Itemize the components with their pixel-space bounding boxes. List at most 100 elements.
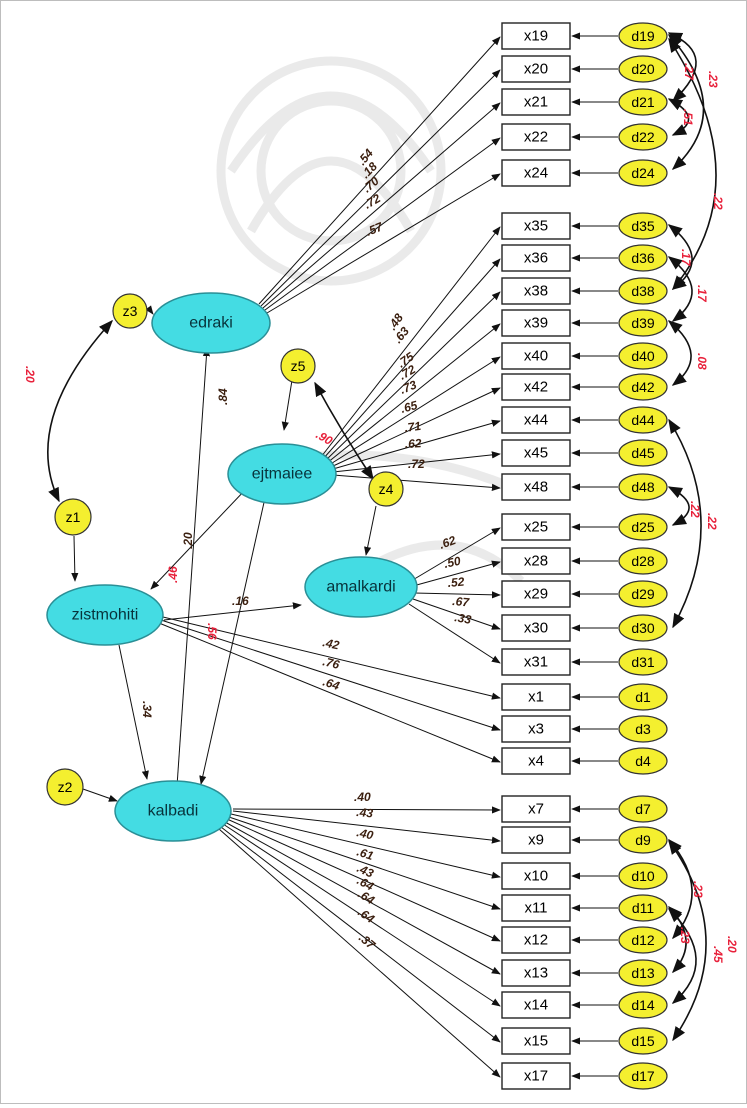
svg-text:d20: d20 — [631, 61, 655, 77]
svg-text:z3: z3 — [123, 303, 138, 319]
cov-z3-z1 — [47, 319, 113, 503]
svg-text:d31: d31 — [631, 654, 655, 670]
svg-text:x36: x36 — [524, 250, 548, 267]
svg-text:.40: .40 — [355, 825, 375, 842]
svg-text:x4: x4 — [528, 753, 544, 770]
svg-text:x13: x13 — [524, 965, 548, 982]
latent-variables: edraki ejtmaiee amalkardi zistmohiti kal… — [46, 292, 418, 842]
svg-text:x29: x29 — [524, 586, 548, 603]
error-d39: d39 — [618, 309, 668, 337]
error-d22: d22 — [618, 123, 668, 151]
svg-text:x38: x38 — [524, 283, 548, 300]
svg-text:x45: x45 — [524, 445, 548, 462]
covariance-arcs — [47, 32, 717, 1042]
indicator-x9: x9 — [501, 826, 571, 854]
svg-text:edraki: edraki — [189, 315, 233, 332]
indicator-x22: x22 — [501, 123, 571, 151]
indicator-x10: x10 — [501, 862, 571, 890]
svg-text:x39: x39 — [524, 315, 548, 332]
svg-text:.43: .43 — [356, 805, 374, 820]
indicator-x40: x40 — [501, 342, 571, 370]
error-d44: d44 — [618, 406, 668, 434]
svg-text:d22: d22 — [631, 129, 655, 145]
svg-text:x24: x24 — [524, 165, 548, 182]
svg-text:x11: x11 — [524, 900, 547, 917]
error-d24: d24 — [618, 159, 668, 187]
error-d7: d7 — [618, 795, 668, 823]
indicator-x14: x14 — [501, 991, 571, 1019]
indicator-x19: x19 — [501, 22, 571, 50]
svg-text:d7: d7 — [635, 801, 651, 817]
svg-text:.62: .62 — [437, 533, 458, 552]
svg-text:d39: d39 — [631, 315, 655, 331]
svg-text:.72: .72 — [408, 457, 425, 471]
error-d3: d3 — [618, 715, 668, 743]
indicator-x42: x42 — [501, 373, 571, 401]
path-z2-kalbadi — [82, 788, 118, 802]
indicator-x17: x17 — [501, 1062, 571, 1090]
svg-text:.62: .62 — [404, 436, 422, 451]
svg-text:.08: .08 — [695, 353, 709, 370]
error-d35: d35 — [618, 212, 668, 240]
svg-text:ejtmaiee: ejtmaiee — [252, 466, 313, 483]
svg-text:.43: .43 — [355, 861, 376, 881]
svg-text:x17: x17 — [524, 1068, 548, 1085]
svg-text:d45: d45 — [631, 445, 655, 461]
latent-ejtmaiee: ejtmaiee — [227, 443, 337, 505]
svg-text:.51: .51 — [681, 109, 695, 126]
error-d10: d10 — [618, 862, 668, 890]
svg-text:d48: d48 — [631, 479, 655, 495]
svg-text:.61: .61 — [355, 845, 376, 864]
error-arrows — [571, 32, 618, 1080]
kalbadi-loading-lines — [218, 806, 501, 1078]
svg-text:.71: .71 — [403, 419, 422, 435]
disturbance-z3: z3 — [112, 293, 148, 329]
svg-text:zistmohiti: zistmohiti — [72, 607, 139, 624]
indicator-x48: x48 — [501, 473, 571, 501]
svg-text:d30: d30 — [631, 620, 655, 636]
svg-text:x28: x28 — [524, 553, 548, 570]
error-terms: d19 d20 d21 d22 d24 d35 d36 d38 d39 d40 … — [618, 22, 668, 1090]
svg-text:d1: d1 — [635, 689, 651, 705]
svg-text:x1: x1 — [528, 689, 544, 706]
svg-text:d14: d14 — [631, 997, 655, 1013]
cov-z5-z4 — [314, 381, 374, 481]
svg-text:d11: d11 — [632, 900, 655, 916]
svg-text:d9: d9 — [635, 832, 651, 848]
svg-text:.76: .76 — [321, 654, 341, 672]
svg-text:.56: .56 — [205, 623, 219, 640]
svg-text:x20: x20 — [524, 61, 548, 78]
path-zistmohiti-amalkardi — [163, 602, 302, 621]
svg-text:.57: .57 — [364, 219, 386, 239]
error-d30: d30 — [618, 614, 668, 642]
error-d31: d31 — [618, 648, 668, 676]
disturbance-z2: z2 — [46, 768, 84, 806]
indicator-x13: x13 — [501, 959, 571, 987]
error-d40: d40 — [618, 342, 668, 370]
svg-text:z1: z1 — [66, 509, 81, 525]
cov-d44-d30 — [668, 418, 702, 629]
amalkardi-loading-lines — [408, 527, 501, 664]
svg-text:d35: d35 — [631, 218, 655, 234]
latent-amalkardi: amalkardi — [304, 556, 418, 618]
latent-kalbadi: kalbadi — [114, 780, 232, 842]
indicator-x12: x12 — [501, 926, 571, 954]
svg-text:x40: x40 — [524, 348, 548, 365]
svg-text:.90: .90 — [314, 427, 336, 448]
svg-text:.22: .22 — [705, 513, 719, 530]
svg-text:d19: d19 — [631, 28, 655, 44]
svg-text:.16: .16 — [232, 594, 249, 608]
error-d17: d17 — [618, 1062, 668, 1090]
error-d21: d21 — [618, 88, 668, 116]
error-d48: d48 — [618, 473, 668, 501]
error-d15: d15 — [618, 1027, 668, 1055]
zistmohiti-loading-lines — [158, 616, 501, 763]
svg-text:.22: .22 — [711, 193, 725, 210]
indicator-x15: x15 — [501, 1027, 571, 1055]
indicator-x36: x36 — [501, 244, 571, 272]
svg-text:.20: .20 — [725, 936, 739, 953]
indicator-x3: x3 — [501, 715, 571, 743]
svg-text:.33: .33 — [453, 610, 472, 627]
svg-text:kalbadi: kalbadi — [148, 803, 199, 820]
